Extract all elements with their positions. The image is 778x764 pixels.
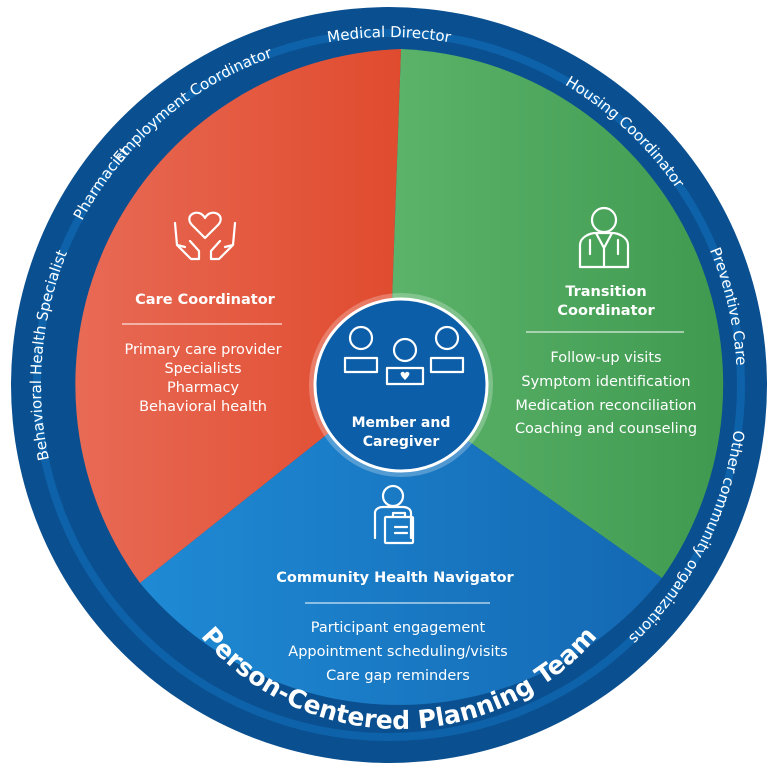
transition-coordinator-item: Medication reconciliation <box>515 398 696 414</box>
center-title-line2: Caregiver <box>363 434 440 450</box>
care-coordinator-item: Behavioral health <box>139 399 267 415</box>
care-coordinator-title: Care Coordinator <box>135 292 276 308</box>
hands-heart-icon <box>173 211 237 261</box>
outer-ring-inner-edge <box>33 29 745 741</box>
community-health-navigator-item: Care gap reminders <box>326 668 470 684</box>
segment-transition-coordinator <box>389 49 724 578</box>
transition-coordinator-item: Follow-up visits <box>550 350 661 366</box>
community-health-navigator-title: Community Health Navigator <box>276 570 514 586</box>
transition-coordinator-title-line2: Coordinator <box>557 303 655 319</box>
ring-member-label: Medical Director <box>326 23 453 46</box>
community-health-navigator-item: Appointment scheduling/visits <box>288 644 507 660</box>
member-caregiver-group-icon <box>343 325 465 386</box>
center-member-caregiver: Member and Caregiver <box>309 293 493 477</box>
care-coordinator-item: Primary care provider <box>124 342 281 358</box>
navigator-clipboard-icon <box>373 484 415 545</box>
center-title-line1: Member and <box>352 415 451 431</box>
segment-community-health-navigator <box>140 385 662 705</box>
transition-coordinator-block: Transition Coordinator Follow-up visits … <box>515 206 697 437</box>
segment-care-coordinator <box>75 49 402 583</box>
transition-coordinator-item: Symptom identification <box>521 374 690 390</box>
care-coordinator-item: Pharmacy <box>167 380 240 396</box>
care-coordinator-item: Specialists <box>164 361 241 377</box>
community-health-navigator-item: Participant engagement <box>311 620 486 636</box>
care-coordinator-block: Care Coordinator Primary care provider S… <box>122 211 282 415</box>
transition-coordinator-title-line1: Transition <box>565 284 646 300</box>
doctor-icon <box>578 206 630 269</box>
transition-coordinator-item: Coaching and counseling <box>515 421 697 437</box>
community-health-navigator-block: Community Health Navigator Participant e… <box>276 484 515 684</box>
